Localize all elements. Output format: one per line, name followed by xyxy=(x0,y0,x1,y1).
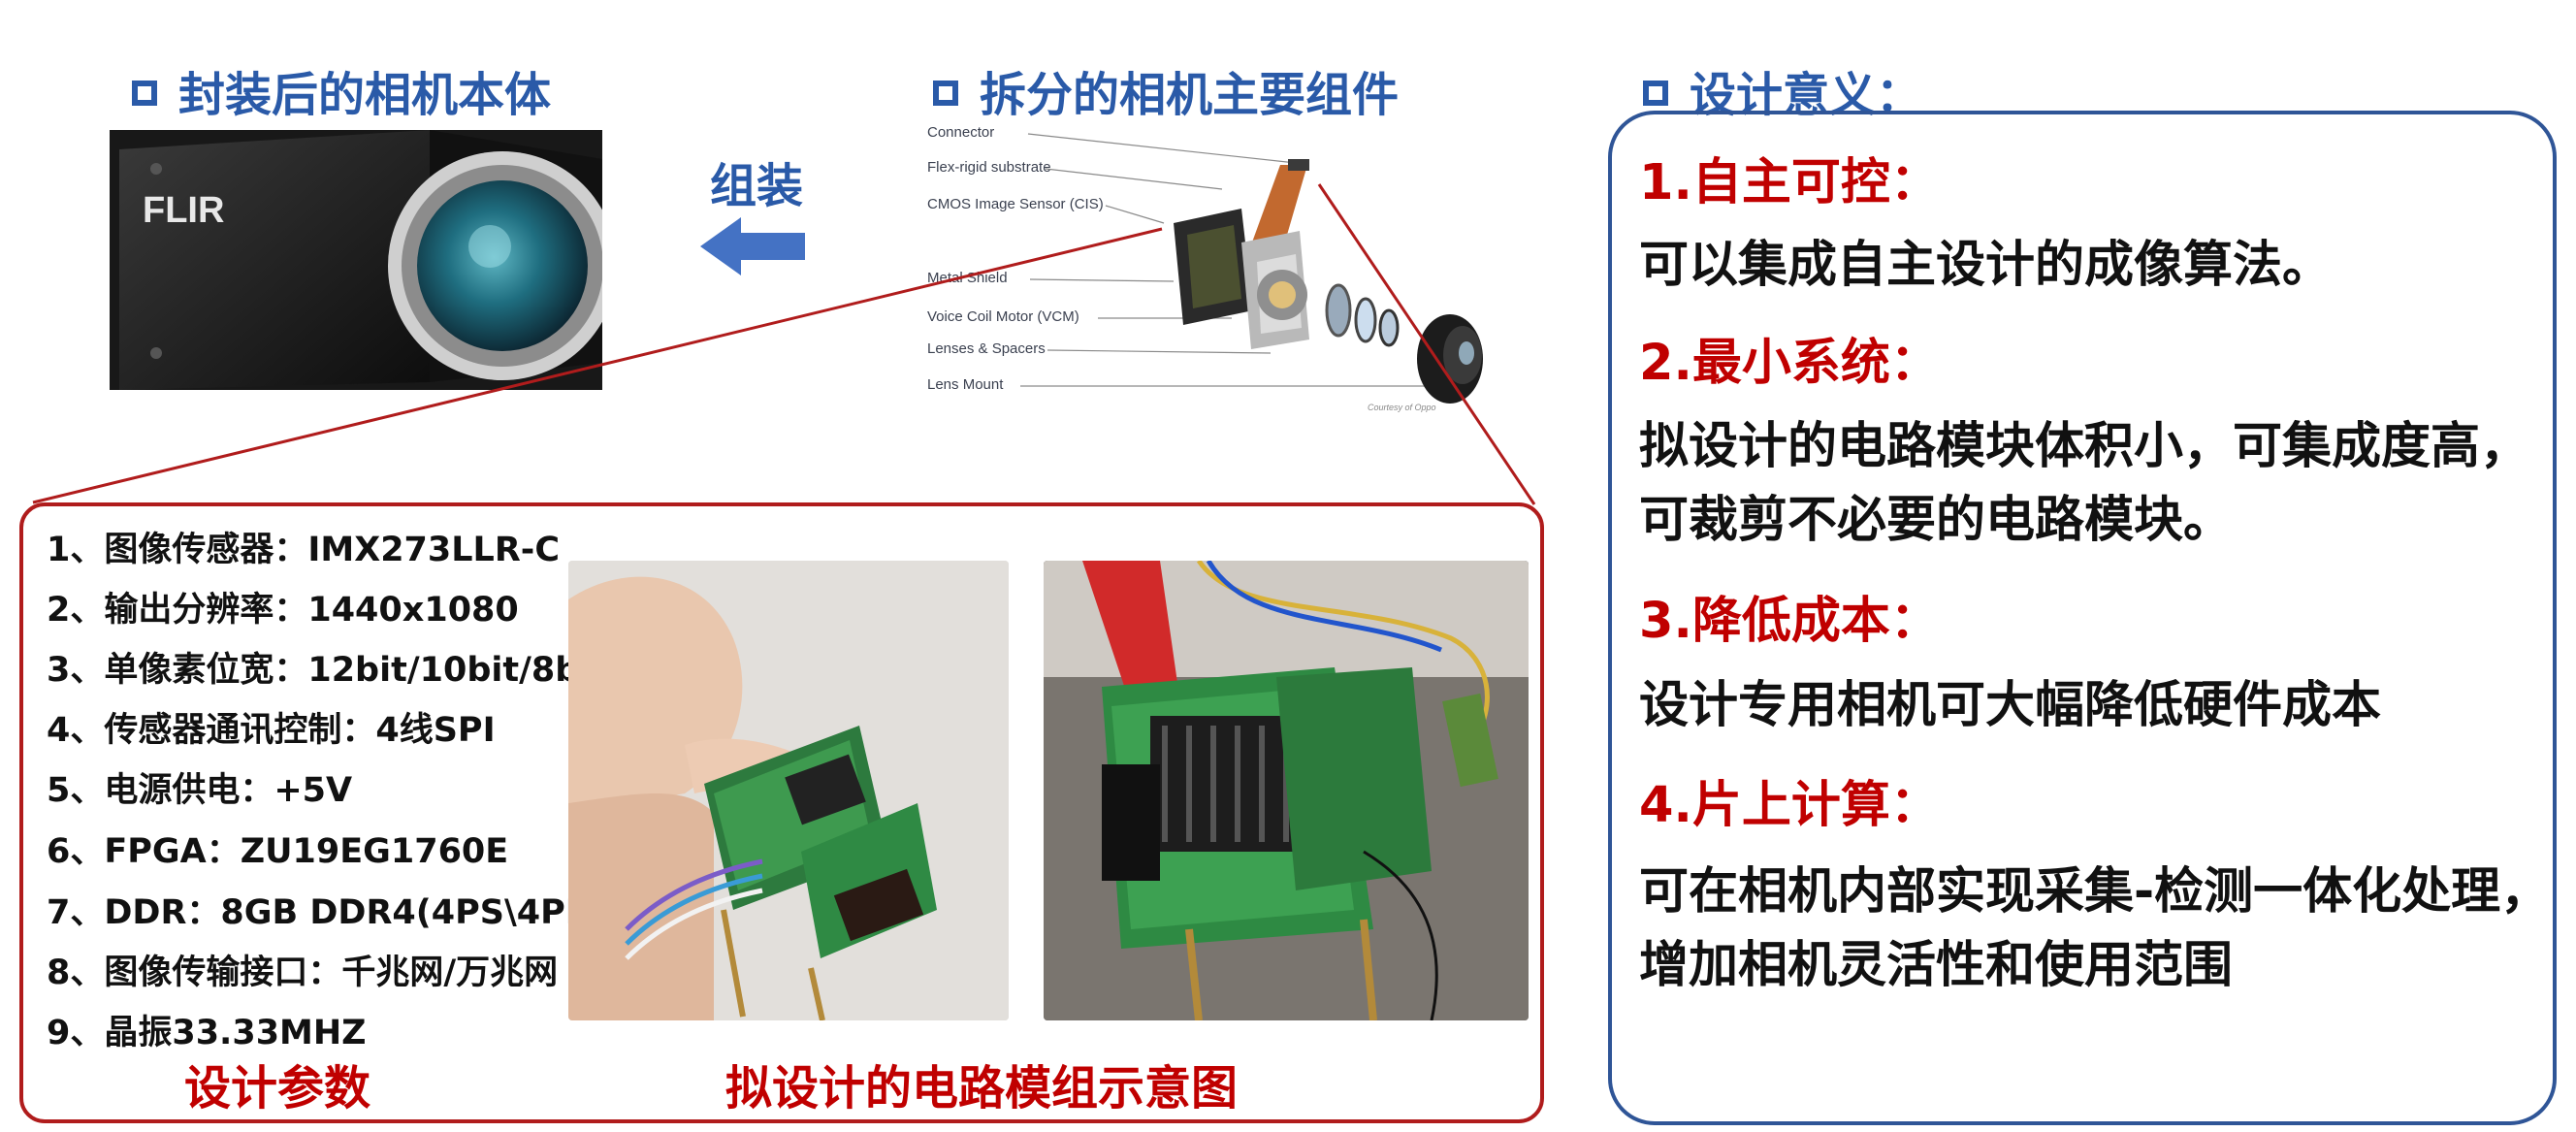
component-label: Voice Coil Motor (VCM) xyxy=(927,308,1079,325)
components-title: 拆分的相机主要组件 xyxy=(933,56,1399,124)
left-arrow-icon xyxy=(700,217,805,275)
param-item: 3、单像素位宽：12bit/10bit/8bit xyxy=(47,651,608,690)
significance-box xyxy=(1608,111,2557,1125)
photo-caption: 拟设计的电路模组示意图 xyxy=(725,1061,1239,1116)
circuit-module-photo-2 xyxy=(1044,561,1529,1020)
param-item: 1、图像传感器：IMX273LLR-C xyxy=(47,531,561,569)
param-item: 6、FPGA：ZU19EG1760E xyxy=(47,832,509,871)
checkbox-square-icon xyxy=(1643,81,1668,106)
camera-body-image: FLIR xyxy=(110,130,602,390)
param-item: 2、输出分辨率：1440x1080 xyxy=(47,591,519,630)
point-heading: 3.降低成本： xyxy=(1639,593,1940,650)
component-label: Lenses & Spacers xyxy=(927,340,1046,357)
circuit-module-photo-1 xyxy=(568,561,1009,1020)
component-label: Lens Mount xyxy=(927,376,1004,393)
checkbox-square-icon xyxy=(132,81,157,106)
param-item: 8、图像传输接口：千兆网/万兆网 xyxy=(47,954,559,992)
param-item: 4、传感器通讯控制：4线SPI xyxy=(47,711,496,750)
exploded-components-figure: Connector Flex-rigid substrate CMOS Imag… xyxy=(912,116,1532,427)
flir-logo: FLIR xyxy=(143,190,225,231)
camera-body-title: 封装后的相机本体 xyxy=(132,56,551,124)
point-body: 可在相机内部实现采集-检测一体化处理，增加相机灵活性和使用范围 xyxy=(1639,863,2551,994)
component-label: Flex-rigid substrate xyxy=(927,159,1051,176)
component-label: CMOS Image Sensor (CIS) xyxy=(927,196,1104,212)
checkbox-square-icon xyxy=(933,81,958,106)
point-heading: 1.自主可控： xyxy=(1639,154,1940,211)
assemble-label: 组装 xyxy=(710,159,804,213)
param-item: 7、DDR：8GB DDR4(4PS\4PL) xyxy=(47,893,603,932)
param-item: 5、电源供电：+5V xyxy=(47,771,353,810)
point-heading: 2.最小系统： xyxy=(1639,335,1940,392)
params-caption: 设计参数 xyxy=(184,1061,371,1116)
point-body: 可以集成自主设计的成像算法。 xyxy=(1639,237,2333,294)
component-label: Connector xyxy=(927,124,995,141)
image-credit: Courtesy of Oppo xyxy=(1368,403,1436,412)
point-body: 拟设计的电路模块体积小，可集成度高，可裁剪不必要的电路模块。 xyxy=(1639,418,2530,549)
point-body: 设计专用相机可大幅降低硬件成本 xyxy=(1639,677,2382,734)
design-params-box xyxy=(19,502,1544,1123)
point-heading: 4.片上计算： xyxy=(1639,777,1940,834)
param-item: 9、晶振33.33MHZ xyxy=(47,1014,367,1052)
